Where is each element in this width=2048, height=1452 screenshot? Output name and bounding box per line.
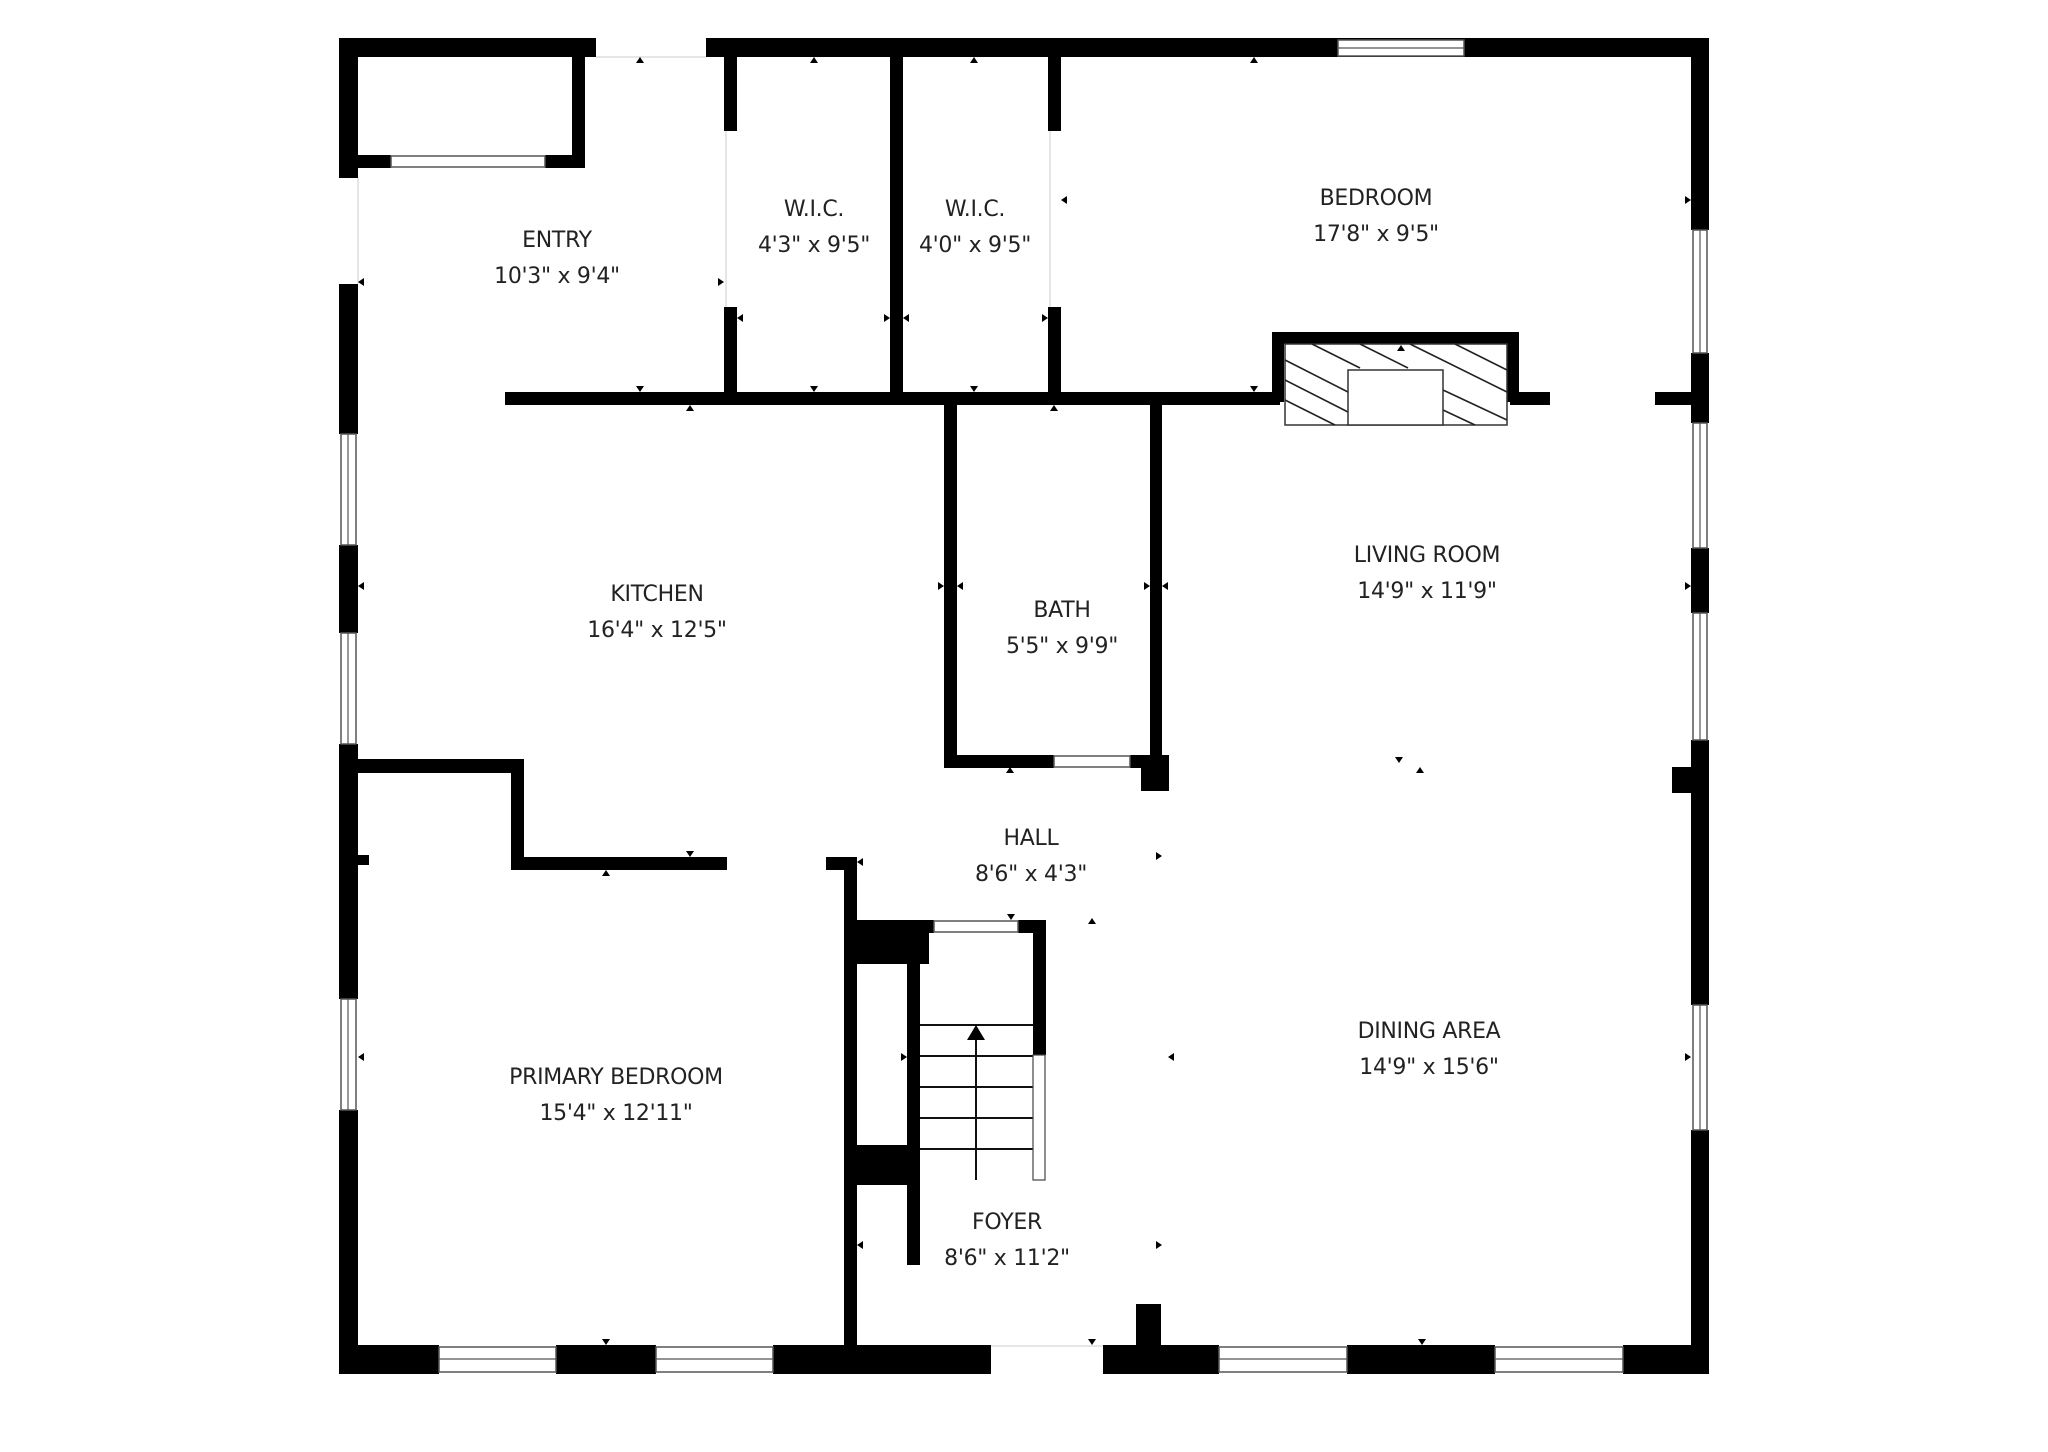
room-label-wic-2: W.I.C. 4'0" x 9'5": [919, 192, 1031, 264]
room-name: ENTRY: [522, 228, 592, 253]
room-dims: 14'9" x 11'9": [1357, 579, 1497, 604]
room-label-dining-area: DINING AREA 14'9" x 15'6": [1358, 1014, 1501, 1086]
room-label-foyer: FOYER 8'6" x 11'2": [944, 1205, 1070, 1277]
room-name: DINING AREA: [1357, 1019, 1501, 1044]
room-label-living-room: LIVING ROOM 14'9" x 11'9": [1353, 538, 1501, 610]
room-label-bedroom: BEDROOM 17'8" x 9'5": [1313, 181, 1439, 253]
room-label-hall: HALL 8'6" x 4'3": [975, 821, 1087, 893]
room-name: HALL: [1003, 826, 1059, 851]
room-label-bath: BATH 5'5" x 9'9": [1006, 593, 1118, 665]
room-dims: 14'9" x 15'6": [1359, 1055, 1499, 1080]
room-name: BATH: [1033, 598, 1091, 623]
room-dims: 8'6" x 4'3": [974, 862, 1088, 887]
room-dims: 4'0" x 9'5": [918, 233, 1032, 258]
room-label-primary-bedroom: PRIMARY BEDROOM 15'4" x 12'11": [509, 1060, 723, 1132]
room-dims: 5'5" x 9'9": [1005, 634, 1119, 659]
room-dims: 4'3" x 9'5": [757, 233, 871, 258]
room-name: BEDROOM: [1319, 186, 1433, 211]
room-name: FOYER: [972, 1210, 1042, 1235]
stair-arrow-up-icon: [967, 1025, 985, 1040]
room-dims: 8'6" x 11'2": [944, 1246, 1070, 1271]
staircase: [920, 1024, 1046, 1181]
room-label-entry: ENTRY 10'3" x 9'4": [494, 223, 620, 295]
room-dims: 17'8" x 9'5": [1313, 222, 1439, 247]
room-name: W.I.C.: [944, 197, 1006, 222]
fireplace-icon: [1284, 343, 1508, 426]
room-dims: 15'4" x 12'11": [539, 1101, 693, 1126]
room-name: W.I.C.: [783, 197, 845, 222]
room-name: PRIMARY BEDROOM: [509, 1065, 723, 1090]
room-label-kitchen: KITCHEN 16'4" x 12'5": [587, 577, 727, 649]
room-dims: 16'4" x 12'5": [587, 618, 727, 643]
room-name: LIVING ROOM: [1353, 543, 1501, 568]
dimension-markers: [358, 57, 1691, 1345]
room-name: KITCHEN: [610, 582, 704, 607]
room-label-wic-1: W.I.C. 4'3" x 9'5": [758, 192, 870, 264]
room-dims: 10'3" x 9'4": [494, 264, 620, 289]
